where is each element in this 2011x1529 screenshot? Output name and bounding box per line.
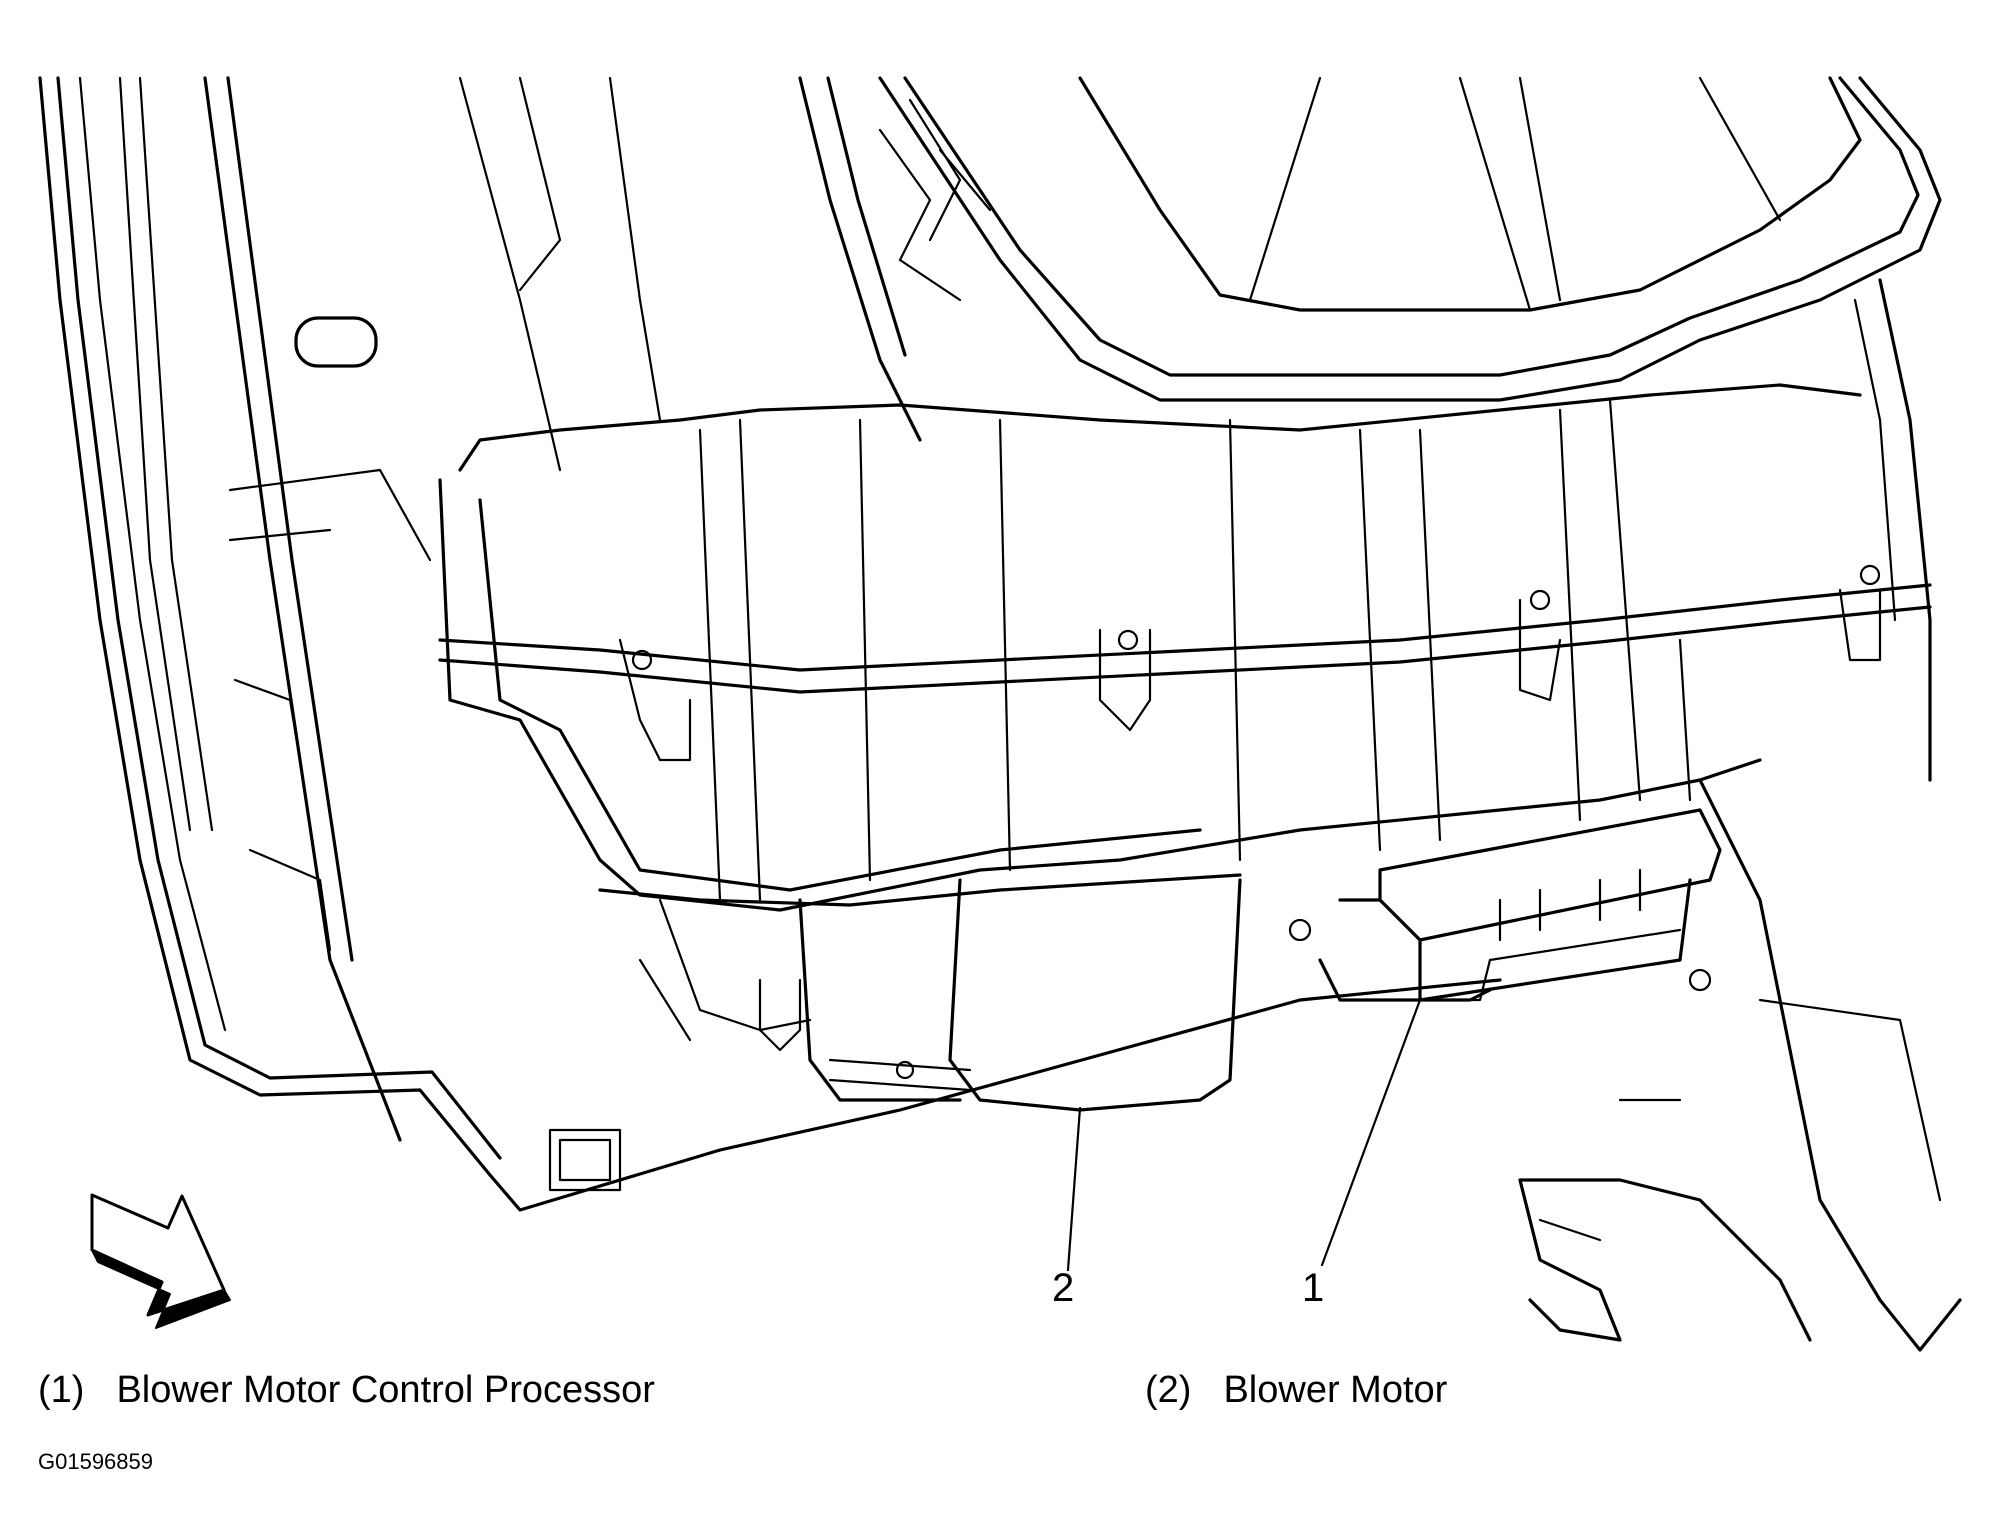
- legend-item-2: (2) Blower Motor: [1145, 1368, 1447, 1412]
- legend-number-2: (2): [1145, 1369, 1192, 1411]
- forward-direction-arrow-icon: [90, 1193, 231, 1329]
- figure-id: G01596859: [38, 1449, 153, 1474]
- blower-motor-control-processor: [1288, 808, 1722, 1002]
- callout-2: 2: [1052, 1266, 1075, 1310]
- upper-duct-housing: [878, 76, 1942, 782]
- blower-case: [438, 383, 1932, 912]
- callout-leaders: [1066, 998, 1422, 1272]
- legend-label-2: Blower Motor: [1223, 1369, 1448, 1411]
- legend-number-1: (1): [38, 1369, 85, 1411]
- lower-structure: [548, 778, 1962, 1352]
- left-body-panel: [38, 76, 722, 1212]
- blower-motor: [598, 873, 1242, 1112]
- upper-frame: [798, 76, 992, 442]
- legend-label-1: Blower Motor Control Processor: [116, 1369, 655, 1411]
- legend-item-1: (1) Blower Motor Control Processor: [38, 1368, 655, 1412]
- callout-1: 1: [1302, 1266, 1325, 1310]
